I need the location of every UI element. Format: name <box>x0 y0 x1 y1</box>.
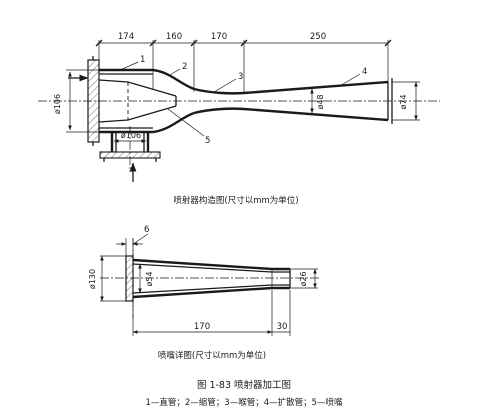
nozzle-outer-top <box>132 258 273 271</box>
nozzle-bottom <box>98 105 177 123</box>
diffuser-top <box>243 80 389 95</box>
assembly-caption: 喷射器构造图(尺寸以mm为单位) <box>173 195 298 206</box>
dim-tip-diameter: ø26 <box>299 271 308 286</box>
dim-170: 170 <box>211 32 227 42</box>
dim-outlet-diameter: ø74 <box>399 94 408 109</box>
callout-5: 5 <box>205 136 210 146</box>
ejector-assembly-view: 174 160 170 250 ø106 <box>38 32 440 206</box>
nozzle-outer-bottom <box>132 286 273 299</box>
converging-pipe-top <box>152 68 195 91</box>
dim-bore-diameter: ø54 <box>145 271 154 286</box>
dim-flange-diameter: ø130 <box>88 269 97 289</box>
nozzle-detail-view: 6 ø130 ø54 ø26 170 30 喷嘴详图(尺寸以mm为单位) <box>88 225 320 361</box>
dim-174: 174 <box>118 32 134 42</box>
callout-leader <box>167 108 205 137</box>
throat-bottom <box>193 107 245 115</box>
dim-throat-diameter: ø48 <box>316 94 325 109</box>
lip-leader <box>132 233 149 245</box>
diffuser-bottom <box>243 107 389 122</box>
dim-inlet-diameter: ø106 <box>53 94 62 114</box>
callout-1: 1 <box>140 55 145 65</box>
dimension-ticks <box>95 39 392 47</box>
figure-title: 图 1-83 喷射器加工图 <box>197 379 291 391</box>
nozzle-top <box>98 79 177 97</box>
figure-legend: 1—直管；2—缩管；3—喉管；4—扩散管；5—喷嘴 <box>145 397 343 408</box>
nozzle-inner-top <box>132 263 273 273</box>
nozzle-flange <box>125 255 134 302</box>
nozzle-caption: 喷嘴详图(尺寸以mm为单位) <box>158 350 266 361</box>
dim-160: 160 <box>166 32 182 42</box>
callout-4: 4 <box>362 67 367 77</box>
callout-leader <box>117 61 139 72</box>
callout-leader <box>213 78 237 93</box>
dim-nozzle-length: 170 <box>194 322 210 332</box>
callout-3: 3 <box>238 72 243 82</box>
dim-side-pipe-diameter: ø106 <box>121 131 141 140</box>
nozzle-inner-bottom <box>132 284 273 294</box>
dim-tip-length: 30 <box>277 322 288 332</box>
callout-leader <box>337 73 361 88</box>
callout-2: 2 <box>182 62 187 72</box>
throat-top <box>193 87 245 95</box>
inlet-flange <box>87 59 100 143</box>
converging-pipe-bottom <box>152 111 195 134</box>
dim-lip: 6 <box>144 225 149 235</box>
dim-250: 250 <box>310 32 326 42</box>
callout-leader <box>167 68 181 77</box>
